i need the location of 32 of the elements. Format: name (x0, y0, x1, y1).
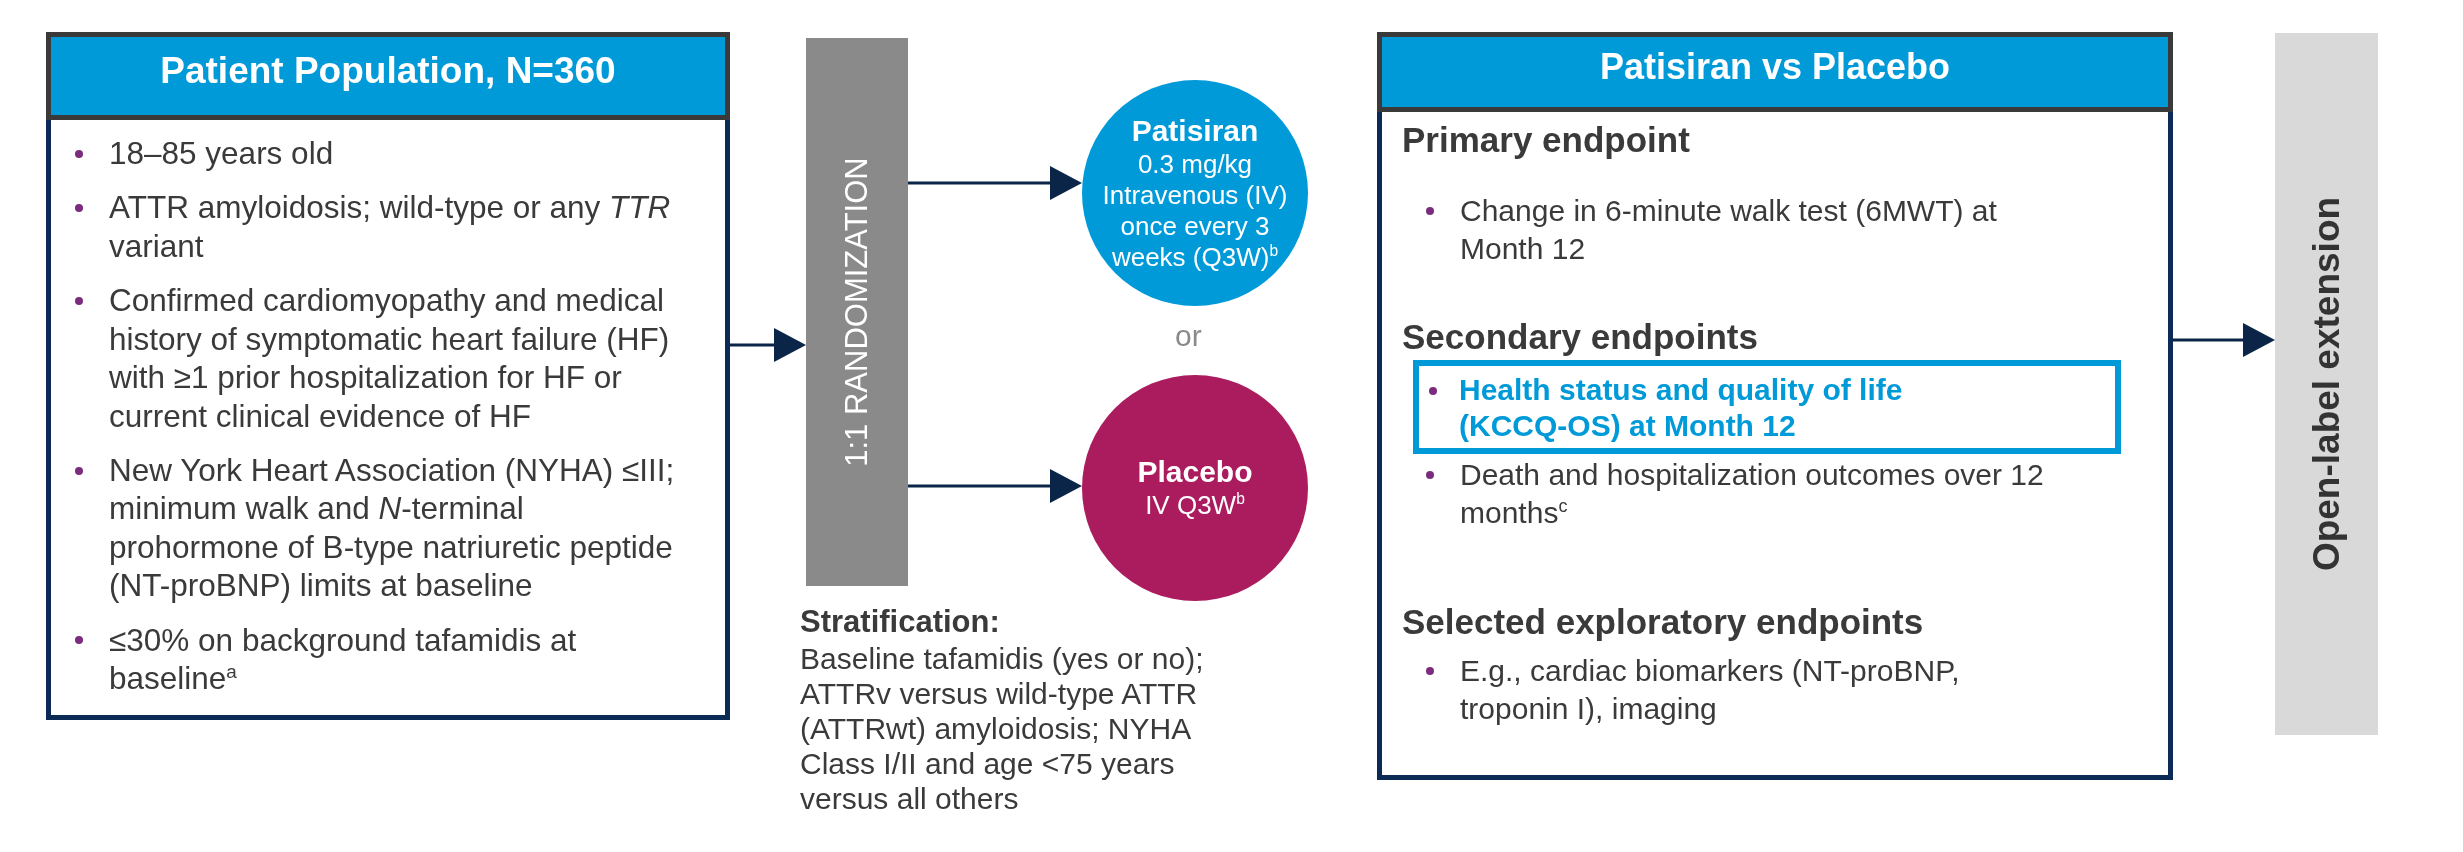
arrow (2173, 323, 2275, 357)
bullet-text: 18–85 years old (109, 135, 334, 171)
bullet-text: ≤30% on background tafamidis at baseline$^{a}$ (109, 621, 577, 697)
bullet-text: ATTR amyloidosis; wild-type or any TTR variant (109, 189, 671, 264)
randomization-bar (806, 38, 908, 586)
box-header: Patisiran vs Placebo (1377, 32, 2173, 112)
section-heading: Selected exploratory endpoints (1402, 602, 1924, 642)
dose-text: 0.3 mg/kg Intravenous (IV) once every 3 weeks (Q3W)$^{b}$ (1101, 148, 1289, 274)
bar-label: Open-label extension (2305, 196, 2348, 572)
extension-bar (2275, 33, 2378, 735)
endpoints-box (1377, 32, 2173, 780)
arrow (908, 469, 1082, 503)
arrow (908, 166, 1082, 200)
bullet-text: Confirmed cardiomyopathy and medical history of symptomatic heart failure (HF) with ≥1 prior hospitalization for HF or current clinical evidence of HF (109, 282, 670, 434)
arrow (730, 328, 806, 362)
stratification-heading: Stratification: (800, 604, 1000, 641)
bullet-text: E.g., cardiac biomarkers (NT-proBNP, troponin I), imaging (1460, 654, 1960, 725)
bullet-text: Death and hospitalization outcomes over 12 months$^{c}$ (1460, 458, 2044, 529)
arm-name: Placebo (1137, 454, 1253, 491)
bar-label: 1:1 RANDOMIZATION (839, 157, 875, 467)
bullet-text: Change in 6-minute walk test (6MWT) at Month 12 (1460, 194, 1997, 265)
criteria-box (46, 32, 730, 720)
dose-text: IV Q3W$^{b}$ (1145, 490, 1245, 522)
highlight-box (1413, 360, 2121, 454)
arm-name: Patisiran (1131, 112, 1259, 149)
bullet-text: New York Heart Association (NYHA) ≤III; minimum walk and N-terminal prohormone of B-type natriuretic peptide (NT-proBNP) limits at baseline (109, 451, 675, 604)
section-heading: Secondary endpoints (1402, 317, 1758, 357)
box-header: Patient Population, N=360 (46, 32, 730, 120)
or-text: or (1175, 318, 1202, 354)
section-heading: Primary endpoint (1402, 120, 1690, 160)
bullet-text: Health status and quality of life (KCCQ-OS) at Month 12 (1459, 373, 1903, 442)
stratification-text: Baseline tafamidis (yes or no); ATTRv versus wild-type ATTR (ATTRwt) amyloidosis; NYHA Class I/II and age <75 years versus all others (800, 641, 1205, 817)
